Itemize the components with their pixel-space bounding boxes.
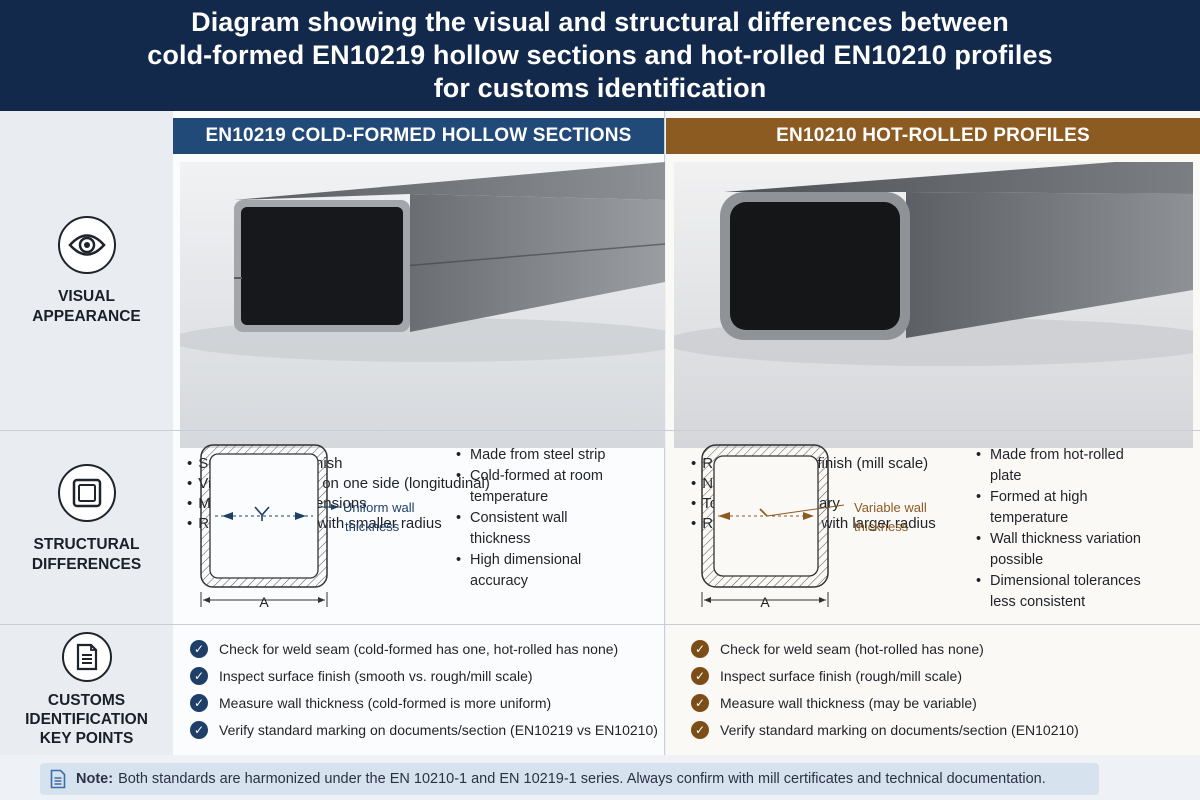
check-icon: ✓ [691, 639, 709, 658]
eye-icon [57, 216, 116, 274]
thickness-label: thickness [854, 519, 909, 534]
row-divider [0, 430, 1200, 431]
note-bar: Note: Both standards are harmonized unde… [40, 763, 1099, 795]
check-icon: ✓ [190, 693, 208, 712]
check-icon: ✓ [190, 666, 208, 685]
list-item: ✓Measure wall thickness (may be variable… [691, 689, 1079, 716]
note-label: Note: [76, 771, 114, 787]
cold-formed-panel: EN10219 COLD-FORMED HOLLOW SECTIONS [173, 111, 665, 755]
list-item: ✓Check for weld seam (cold-formed has on… [190, 635, 658, 662]
list-item: ✓Measure wall thickness (cold-formed is … [190, 689, 658, 716]
hot-rolled-photo [674, 162, 1193, 448]
title-line-2: cold-formed EN10219 hollow sections and … [147, 40, 1053, 70]
dimension-label-a: A [259, 594, 269, 610]
hot-rolled-panel: EN10210 HOT-ROLLED PROFILES Roug [666, 111, 1200, 755]
check-icon: ✓ [691, 666, 709, 685]
thickness-label: thickness [345, 519, 400, 534]
title-line-1: Diagram showing the visual and structura… [191, 7, 1009, 37]
cold-cross-section-diagram: A Uniform wall thickness [200, 444, 415, 610]
list-item: ✓Verify standard marking on documents/se… [190, 716, 658, 743]
check-icon: ✓ [190, 720, 208, 739]
cold-structure-bullets: Made from steel strip Cold-formed at roo… [456, 445, 605, 592]
variable-wall-label: Variable wall [854, 500, 927, 515]
list-item: ✓Inspect surface finish (rough/mill scal… [691, 662, 1079, 689]
note-text: Both standards are harmonized under the … [118, 771, 1046, 787]
hot-rolled-title: EN10210 HOT-ROLLED PROFILES [666, 118, 1200, 154]
note-document-icon [50, 769, 66, 789]
list-item: ✓Inspect surface finish (smooth vs. roug… [190, 662, 658, 689]
cold-formed-title: EN10219 COLD-FORMED HOLLOW SECTIONS [173, 118, 664, 154]
visual-appearance-label: VISUAL APPEARANCE [0, 216, 173, 327]
list-item: Made from steel strip [456, 445, 605, 466]
structural-differences-label: STRUCTURAL DIFFERENCES [0, 464, 173, 575]
list-item: ✓Check for weld seam (hot-rolled has non… [691, 635, 1079, 662]
check-icon: ✓ [190, 639, 208, 658]
list-item: ✓Verify standard marking on documents/se… [691, 716, 1079, 743]
cold-checklist: ✓Check for weld seam (cold-formed has on… [190, 635, 658, 743]
document-icon [61, 632, 112, 682]
hot-checklist: ✓Check for weld seam (hot-rolled has non… [691, 635, 1079, 743]
row-divider [0, 624, 1200, 625]
dimension-label-a: A [760, 594, 770, 610]
title-line-3: for customs identification [433, 73, 767, 103]
uniform-wall-label: Uniform wall [343, 500, 415, 515]
square-section-icon [57, 464, 116, 522]
check-icon: ✓ [691, 720, 709, 739]
page-header: Diagram showing the visual and structura… [0, 0, 1200, 111]
check-icon: ✓ [691, 693, 709, 712]
customs-key-points-label: CUSTOMS IDENTIFICATION KEY POINTS [0, 632, 173, 748]
cold-formed-photo [180, 162, 665, 448]
hot-cross-section-diagram: A Variable wall thickness [701, 444, 927, 610]
